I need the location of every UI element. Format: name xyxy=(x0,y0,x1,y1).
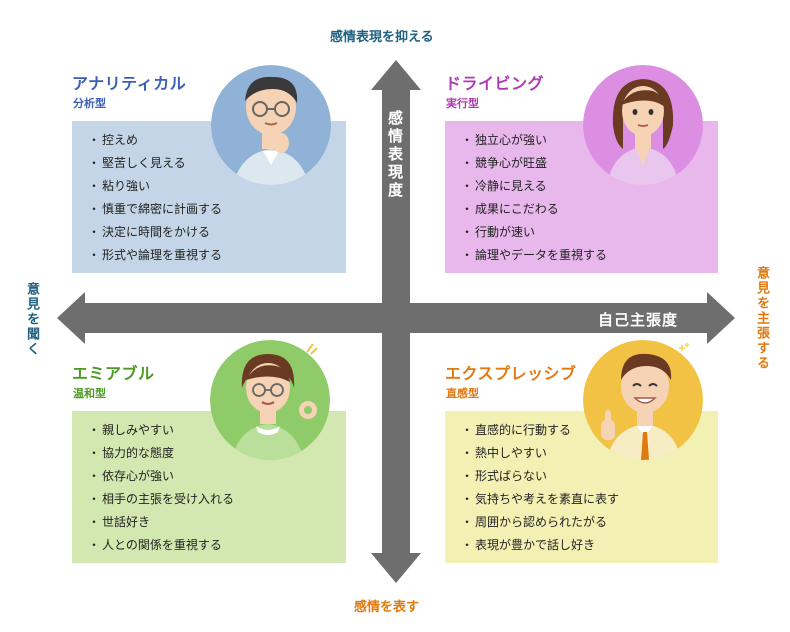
list-item: 形式ばらない xyxy=(461,465,718,488)
list-item: 控えめ xyxy=(88,129,346,152)
list-item: 慎重で綿密に計画する xyxy=(88,198,346,221)
driving-title: ドライビング xyxy=(445,74,545,93)
list-item: 形式や論理を重視する xyxy=(88,244,346,267)
axis-bottom-label: 感情を表す xyxy=(354,600,420,615)
analytical-title: アナリティカル xyxy=(72,74,187,93)
amiable-subtitle: 温和型 xyxy=(73,387,106,400)
vertical-arrow xyxy=(371,60,421,583)
amiable-person-illustration xyxy=(210,340,330,460)
list-item: 独立心が強い xyxy=(461,129,718,152)
axis-top-label: 感情表現を抑える xyxy=(330,30,434,45)
expressive-list: 直感的に行動する 熱中しやすい 形式ばらない 気持ちや考えを素直に表す 周囲から… xyxy=(461,419,718,557)
list-item: 行動が速い xyxy=(461,221,718,244)
list-item: 表現が豊かで話し好き xyxy=(461,534,718,557)
expressive-title: エクスプレッシブ xyxy=(445,364,577,383)
list-item: 論理やデータを重視する xyxy=(461,244,718,267)
list-item: 親しみやすい xyxy=(88,419,346,442)
driving-subtitle: 実行型 xyxy=(446,97,479,110)
sparkle-icon xyxy=(306,343,318,355)
analytical-list: 控えめ 堅苦しく見える 粘り強い 慎重で綿密に計画する 決定に時間をかける 形式… xyxy=(88,129,346,267)
axis-right-label: 意見を主張する xyxy=(754,266,769,371)
list-item: 人との関係を重視する xyxy=(88,534,346,557)
list-item: 決定に時間をかける xyxy=(88,221,346,244)
amiable-title: エミアブル xyxy=(72,364,155,383)
list-item: 相手の主張を受け入れる xyxy=(88,488,346,511)
expressive-person-illustration xyxy=(583,340,703,460)
list-item: 冷静に見える xyxy=(461,175,718,198)
list-item: 直感的に行動する xyxy=(461,419,718,442)
analytical-person-illustration xyxy=(211,65,331,185)
axis-left-label: 意見を聞く xyxy=(24,282,39,357)
list-item: 競争心が旺盛 xyxy=(461,152,718,175)
driving-list: 独立心が強い 競争心が旺盛 冷静に見える 成果にこだわる 行動が速い 論理やデー… xyxy=(461,129,718,267)
amiable-list: 親しみやすい 協力的な態度 依存心が強い 相手の主張を受け入れる 世話好き 人と… xyxy=(88,419,346,557)
sparkle-icon xyxy=(679,343,689,351)
expressive-subtitle: 直感型 xyxy=(446,387,479,400)
list-item: 依存心が強い xyxy=(88,465,346,488)
list-item: 世話好き xyxy=(88,511,346,534)
list-item: 周囲から認められたがる xyxy=(461,511,718,534)
analytical-subtitle: 分析型 xyxy=(73,97,106,110)
horizontal-axis-name: 自己主張度 xyxy=(598,311,679,329)
list-item: 成果にこだわる xyxy=(461,198,718,221)
list-item: 熱中しやすい xyxy=(461,442,718,465)
driving-person-illustration xyxy=(583,65,703,185)
list-item: 協力的な態度 xyxy=(88,442,346,465)
list-item: 気持ちや考えを素直に表す xyxy=(461,488,718,511)
list-item: 堅苦しく見える xyxy=(88,152,346,175)
vertical-axis-name: 感情表現度 xyxy=(386,110,404,200)
list-item: 粘り強い xyxy=(88,175,346,198)
